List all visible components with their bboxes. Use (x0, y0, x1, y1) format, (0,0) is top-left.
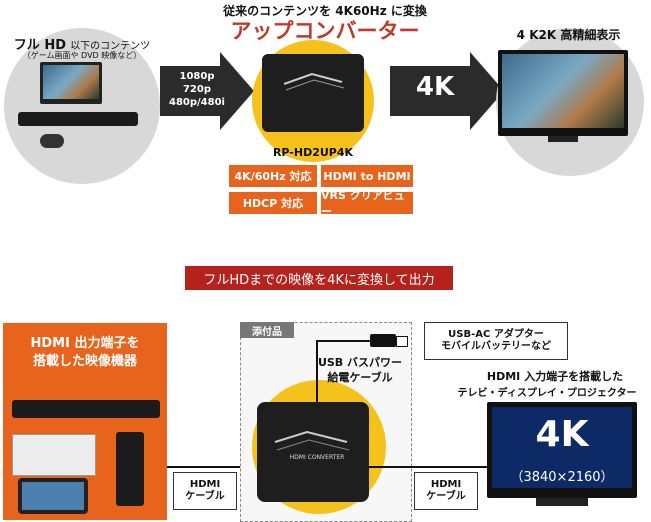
feature-tag-vrs: VRS クリアビュー (321, 189, 413, 218)
hdmi-cable-left-label: HDMI ケーブル (173, 472, 237, 510)
bluray-player-image (18, 112, 138, 126)
output-arrow-head (470, 52, 504, 130)
4k-display (487, 402, 637, 498)
4k-display-big: 4K (535, 414, 589, 455)
output-arrow (390, 66, 470, 116)
display-caption-2: テレビ・ディスプレイ・プロジェクター (457, 388, 637, 399)
hdmi-right-line1: HDMI (430, 478, 462, 490)
usb-cable-label: USB バスパワー 給電ケーブル (312, 355, 408, 385)
feature-tag-hdcp: HDCP 対応 (229, 192, 317, 214)
feature-tag-4k60: 4K/60Hz 対応 (229, 165, 317, 187)
banner: フルHDまでの映像を4Kに変換して出力 (185, 266, 453, 290)
feature-tag-hdmi: HDMI to HDMI (321, 165, 413, 187)
usb-cable-horizontal (316, 340, 372, 342)
4k-tv-image (498, 50, 628, 136)
source-panel-line1: HDMI 出力端子を (30, 336, 140, 351)
converter-device-label: HDMI CONVERTER (289, 454, 345, 461)
source-content-circle (4, 28, 160, 184)
hdmi-right-line2: ケーブル (426, 491, 466, 502)
resolution-480p: 480p/480i (169, 97, 225, 108)
source-circle-sublabel: （ゲーム画面や DVD 映像など） (22, 51, 142, 60)
converter-device-image: HDMI CONVERTER (257, 402, 369, 502)
4k-tv-stand (548, 136, 578, 142)
hdmi-cable-right-line (369, 466, 487, 468)
product-device-image (262, 54, 364, 132)
hdmi-cable-right-label: HDMI ケーブル (414, 472, 478, 510)
resolution-1080p: 1080p (179, 71, 215, 82)
display-caption-1: HDMI 入力端子を搭載した (486, 370, 624, 383)
header-title: アップコンバーター (230, 19, 420, 43)
game-console-image (116, 432, 144, 506)
hdmi-cable-left-line (167, 466, 260, 468)
input-arrow-head (220, 52, 254, 130)
usb-plug-tip (396, 336, 408, 347)
tv-image (40, 62, 102, 104)
source-label-main: フル HD (13, 38, 66, 53)
power-line2: モバイルバッテリーなど (441, 341, 551, 352)
accessory-label: 添付品 (240, 322, 294, 338)
product-model: RP-HD2UP4K (272, 146, 354, 159)
usb-line1: USB バスパワー (317, 356, 403, 369)
gamepad-icon (40, 134, 64, 148)
usb-cable-vertical (316, 340, 318, 402)
4k-display-stand (536, 498, 588, 506)
4k-display-resolution: （3840×2160） (510, 470, 614, 485)
input-arrow (160, 66, 220, 116)
tablet-image (18, 478, 88, 514)
power-line1: USB-AC アダプター (448, 328, 544, 340)
display-circle-label: 4 K2K 高精細表示 (516, 28, 621, 42)
output-arrow-label: 4K (415, 72, 455, 102)
bluray-recorder-image (12, 400, 160, 418)
usb-plug-icon (370, 334, 396, 347)
resolution-720p: 720p (182, 84, 212, 95)
hdmi-left-line2: ケーブル (185, 491, 225, 502)
power-source-box: USB-AC アダプター モバイルバッテリーなど (424, 322, 568, 360)
header-subtitle: 従来のコンテンツを 4K60Hz に変換 (223, 4, 427, 18)
usb-line2: 給電ケーブル (327, 371, 393, 384)
source-panel-line2: 搭載した映像機器 (32, 354, 137, 369)
input-resolutions: 1080p 720p 480p/480i (162, 70, 232, 109)
source-label-rest: 以下のコンテンツ (70, 41, 151, 52)
source-circle-label: フル HD 以下のコンテンツ (4, 34, 160, 53)
desktop-pc-image (12, 434, 96, 476)
hdmi-left-line1: HDMI (189, 478, 221, 490)
